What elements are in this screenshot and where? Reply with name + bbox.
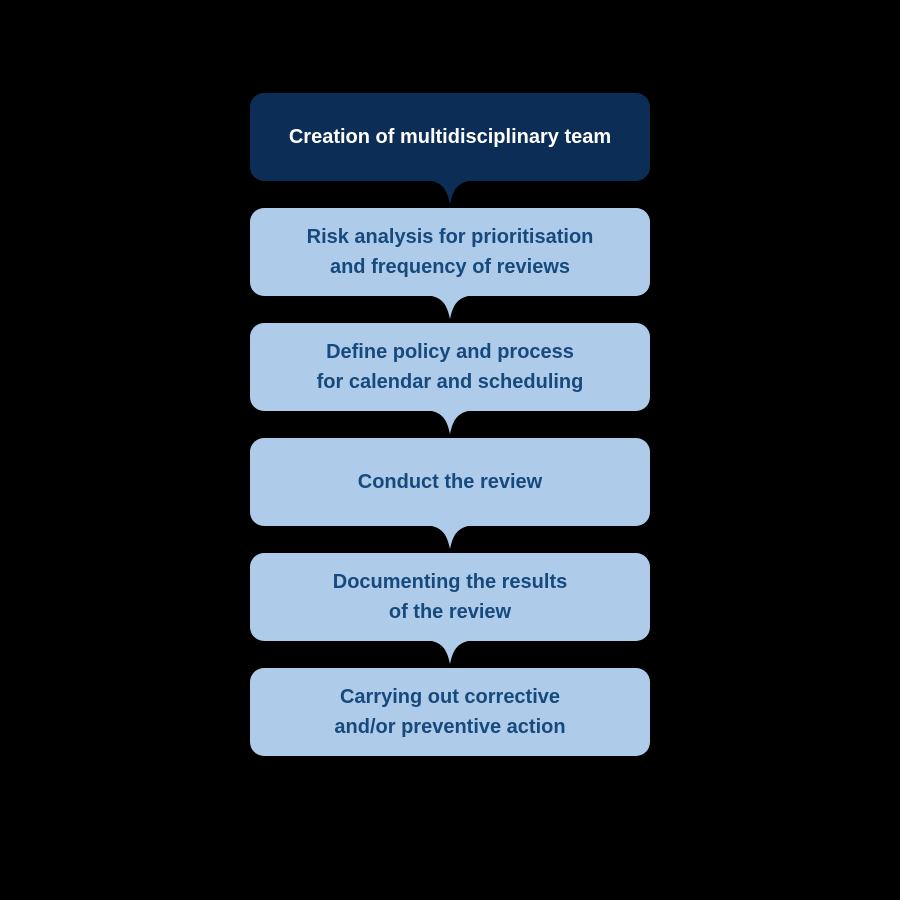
step-label-line: Carrying out corrective	[339, 686, 561, 708]
down-arrow-connector	[432, 641, 468, 664]
step-label-line: Conduct the review	[357, 471, 543, 493]
step-box-risk-analysis: Risk analysis for prioritisation and fre…	[250, 208, 650, 296]
step-box-define-policy: Define policy and process for calendar a…	[250, 323, 650, 411]
step-box-creation-team: Creation of multidisciplinary team	[250, 93, 650, 181]
step-box-corrective-action: Carrying out corrective and/or preventiv…	[250, 668, 650, 756]
step-label-line: of the review	[388, 601, 512, 623]
down-arrow-connector	[432, 296, 468, 319]
step-box-document-results: Documenting the results of the review	[250, 553, 650, 641]
step-label-line: Define policy and process	[326, 341, 574, 363]
step-label-line: Creation of multidisciplinary team	[288, 126, 612, 148]
step-label-line: Risk analysis for prioritisation	[306, 226, 594, 248]
step-label-line: for calendar and scheduling	[316, 371, 584, 393]
down-arrow-connector	[432, 411, 468, 434]
down-arrow-connector	[432, 181, 468, 204]
step-label-line: and frequency of reviews	[329, 256, 571, 278]
flowchart: Creation of multidisciplinary team Risk …	[250, 93, 650, 756]
step-label-line: Documenting the results	[332, 571, 568, 593]
step-box-conduct-review: Conduct the review	[250, 438, 650, 526]
step-label-line: and/or preventive action	[334, 716, 566, 738]
down-arrow-connector	[432, 526, 468, 549]
